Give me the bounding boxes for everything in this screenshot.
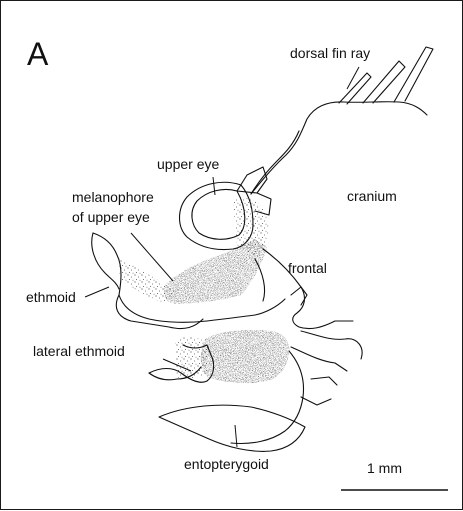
label-melanophore-line2: of upper eye [72,209,150,225]
label-dorsal-fin-ray: dorsal fin ray [290,45,370,61]
leader-upper-eye [213,177,215,195]
leader-dorsal-fin-ray [347,67,359,89]
ethmoid-tip [92,233,119,289]
melanophore-lower [201,330,290,383]
label-frontal: frontal [288,260,327,276]
cranium-lower-edge [291,331,362,371]
label-ethmoid: ethmoid [26,289,76,305]
panel-label: A [27,36,49,72]
label-lateral-ethmoid: lateral ethmoid [33,343,125,359]
label-melanophore-line1: melanophore [72,189,154,205]
leader-ethmoid [85,287,109,297]
label-cranium: cranium [347,188,397,204]
scale-bar-label: 1 mm [367,460,402,476]
cranium-outline [251,102,427,194]
entopterygoid-outline [159,405,305,451]
label-entopterygoid: entopterygoid [184,456,269,472]
label-upper-eye: upper eye [157,156,219,172]
